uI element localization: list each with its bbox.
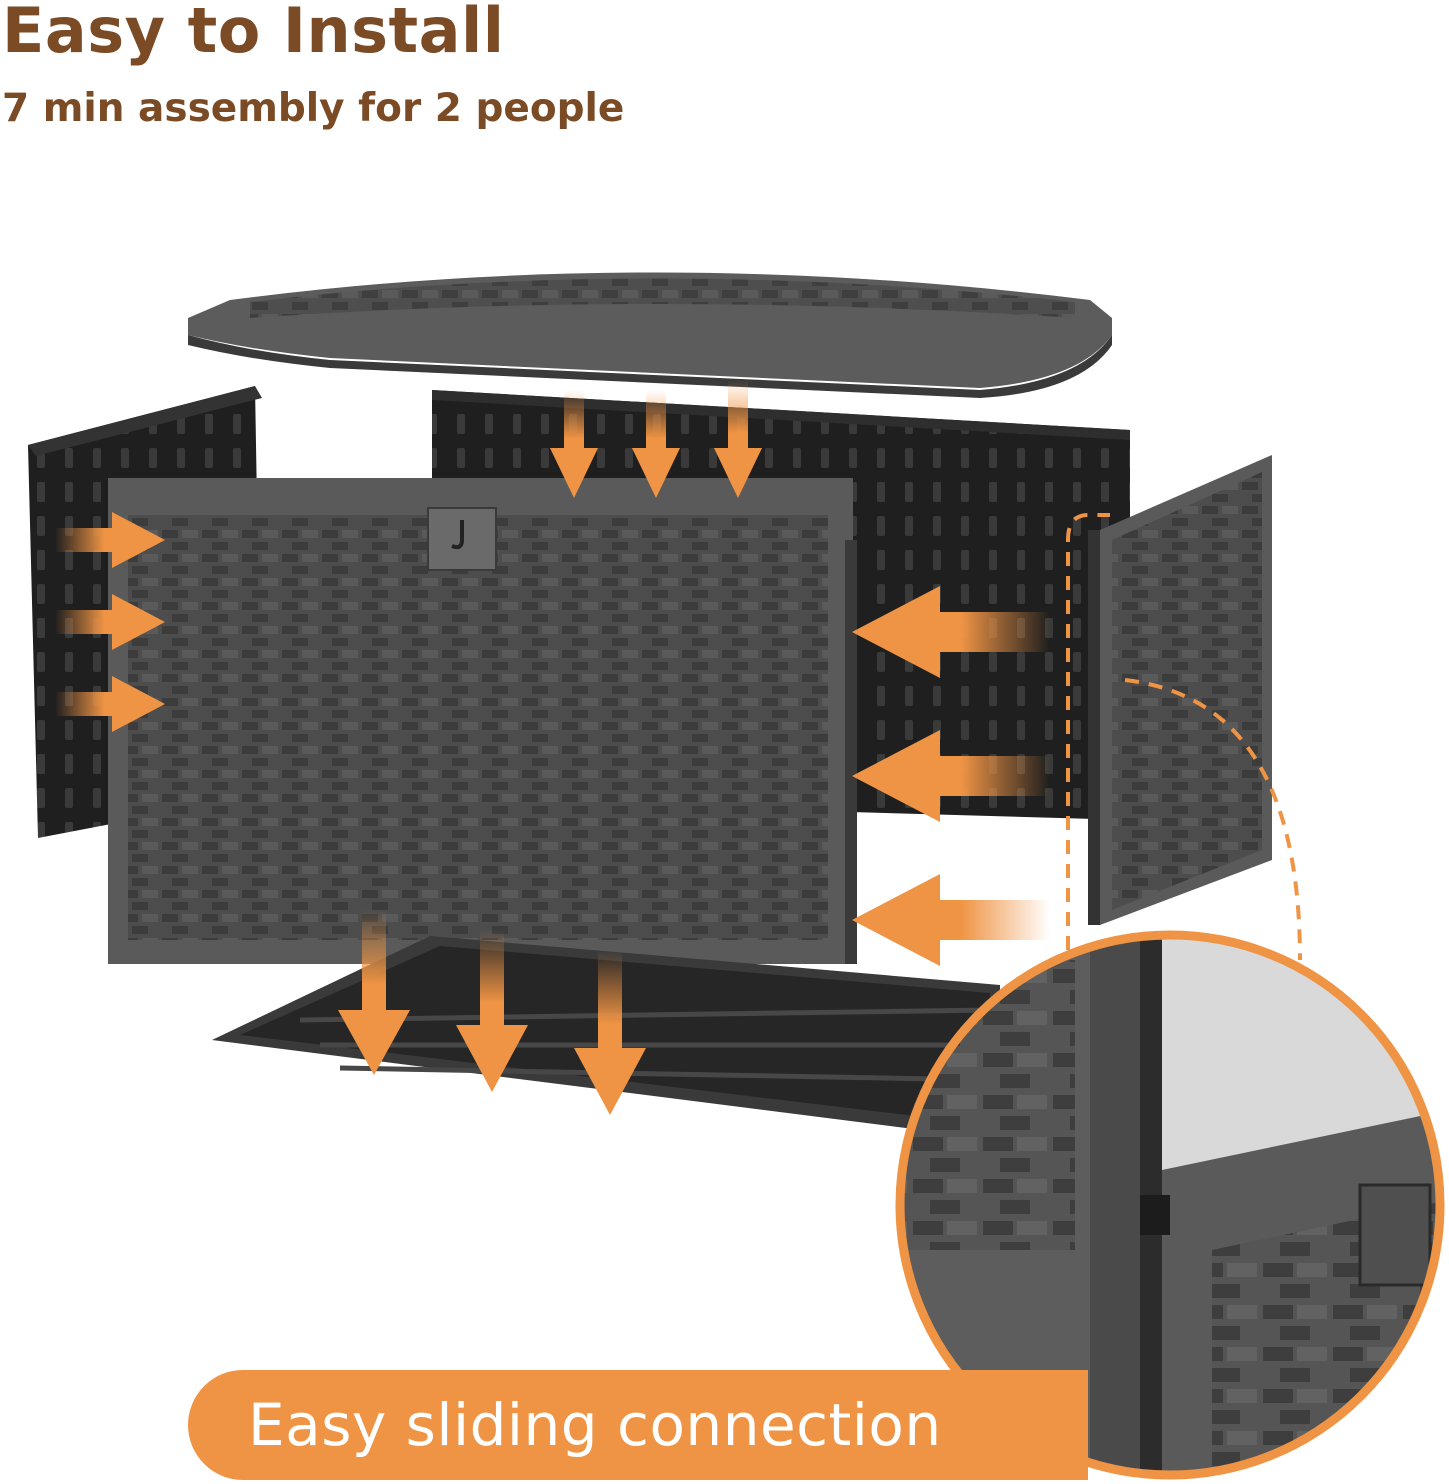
orange-arrow-icon [550,390,598,498]
lid-panel [188,272,1112,398]
orange-arrow-icon [456,930,528,1092]
orange-arrow-icon [852,874,1050,966]
orange-arrow-icon [852,586,1050,678]
arrows-down-bottom [338,910,646,1115]
banner-label: Easy sliding connection [248,1391,942,1459]
feature-banner: Easy sliding connection [188,1370,1088,1480]
orange-arrow-icon [852,730,1050,822]
right-side-panel [1088,455,1272,925]
orange-arrow-icon [632,390,680,498]
arrows-right [852,586,1050,966]
orange-arrow-icon [55,594,165,650]
page-subtitle: 7 min assembly for 2 people [2,86,625,131]
orange-arrow-icon [338,910,410,1075]
orange-arrow-icon [574,950,646,1115]
orange-arrow-icon [55,676,165,732]
zoom-detail [895,930,1445,1480]
orange-arrow-icon [55,512,165,568]
page-title: Easy to Install [2,0,505,67]
dashed-guides [1066,513,1302,961]
orange-arrow-icon [714,380,762,498]
front-panel [108,478,857,964]
arrows-left [55,512,165,732]
arrows-down-top [550,380,762,498]
